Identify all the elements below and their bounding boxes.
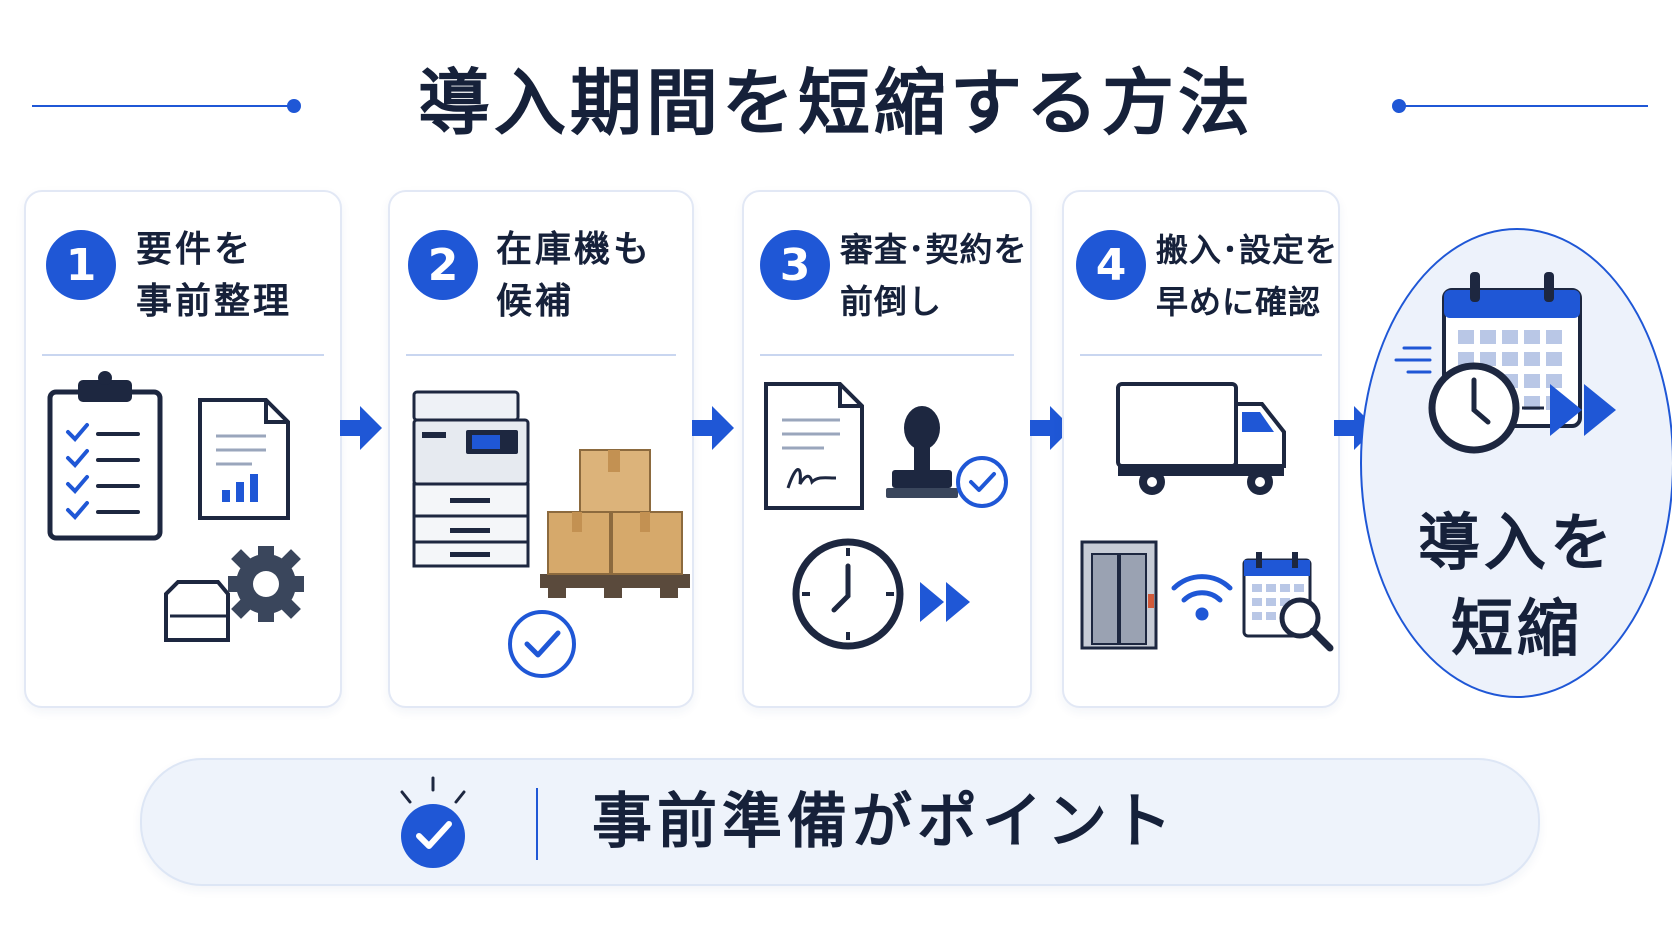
title-line-right bbox=[1400, 105, 1648, 107]
page-title: 導入期間を短縮する方法 bbox=[417, 61, 1254, 145]
step-divider-4 bbox=[1080, 354, 1322, 356]
boxes-icon bbox=[540, 449, 690, 598]
lightbulb-check-icon bbox=[400, 776, 466, 868]
step-illustration-3 bbox=[764, 382, 1008, 650]
flow-arrow-3 bbox=[1030, 406, 1072, 450]
step-card-2: 2 在庫機も 候補 bbox=[388, 190, 694, 708]
flow-arrow-1 bbox=[340, 406, 382, 450]
key-point-label: 事前準備がポイント bbox=[592, 787, 1177, 857]
step-card-4: 4 搬入･設定を 早めに確認 bbox=[1062, 190, 1340, 708]
step-divider-3 bbox=[760, 354, 1014, 356]
fast-forward-icon bbox=[920, 582, 970, 622]
step-header-3: 3 審査･契約を 前倒し bbox=[744, 192, 1030, 356]
step-card-1: 1 要件を 事前整理 bbox=[24, 190, 342, 708]
step-header-1: 1 要件を 事前整理 bbox=[26, 192, 340, 356]
title-area bbox=[0, 30, 1672, 130]
settings-gear-icon bbox=[164, 546, 304, 642]
step-header-4: 4 搬入･設定を 早めに確認 bbox=[1064, 192, 1338, 356]
check-circle-icon bbox=[508, 610, 576, 678]
checklist-icon bbox=[47, 371, 163, 541]
result-label: 導入を 短縮 bbox=[1417, 506, 1616, 665]
step-label-2: 在庫機も 候補 bbox=[496, 229, 653, 322]
title-line-left bbox=[32, 105, 292, 107]
key-point-divider bbox=[536, 788, 538, 860]
clock-icon bbox=[792, 538, 904, 650]
step-label-4: 搬入･設定を 早めに確認 bbox=[1156, 231, 1339, 321]
stamp-icon bbox=[886, 406, 1008, 508]
step-label-3: 審査･契約を 前倒し bbox=[840, 230, 1028, 321]
step-illustration-1 bbox=[47, 371, 304, 642]
step-divider-1 bbox=[42, 354, 324, 356]
step-divider-2 bbox=[406, 354, 676, 356]
truck-icon bbox=[1116, 382, 1286, 495]
title-dot-right bbox=[1392, 99, 1406, 113]
fast-forward-icon bbox=[1550, 384, 1616, 436]
step-number-2: 2 bbox=[408, 230, 478, 300]
elevator-icon bbox=[1080, 540, 1158, 650]
key-point-bar: 事前準備がポイント bbox=[140, 758, 1540, 886]
step-card-3: 3 審査･契約を 前倒し bbox=[742, 190, 1032, 708]
report-icon bbox=[198, 398, 290, 520]
step-number-1: 1 bbox=[46, 230, 116, 300]
title-dot-left bbox=[287, 99, 301, 113]
copier-icon bbox=[412, 390, 530, 568]
step-number-3: 3 bbox=[760, 230, 830, 300]
flow-arrow-2 bbox=[692, 406, 734, 450]
step-header-2: 2 在庫機も 候補 bbox=[390, 192, 692, 356]
step-label-1: 要件を 事前整理 bbox=[136, 229, 293, 322]
clock-icon bbox=[1428, 362, 1520, 454]
result-circle: 導入を 短縮 bbox=[1360, 228, 1672, 698]
result-illustration bbox=[1394, 272, 1616, 454]
step-number-4: 4 bbox=[1076, 230, 1146, 300]
step-illustration-2 bbox=[412, 390, 690, 678]
step-illustration-4 bbox=[1080, 382, 1334, 652]
wifi-icon bbox=[1171, 574, 1233, 621]
flow-arrow-4 bbox=[1334, 406, 1376, 450]
calendar-search-icon bbox=[1242, 552, 1334, 652]
contract-icon bbox=[764, 382, 864, 510]
